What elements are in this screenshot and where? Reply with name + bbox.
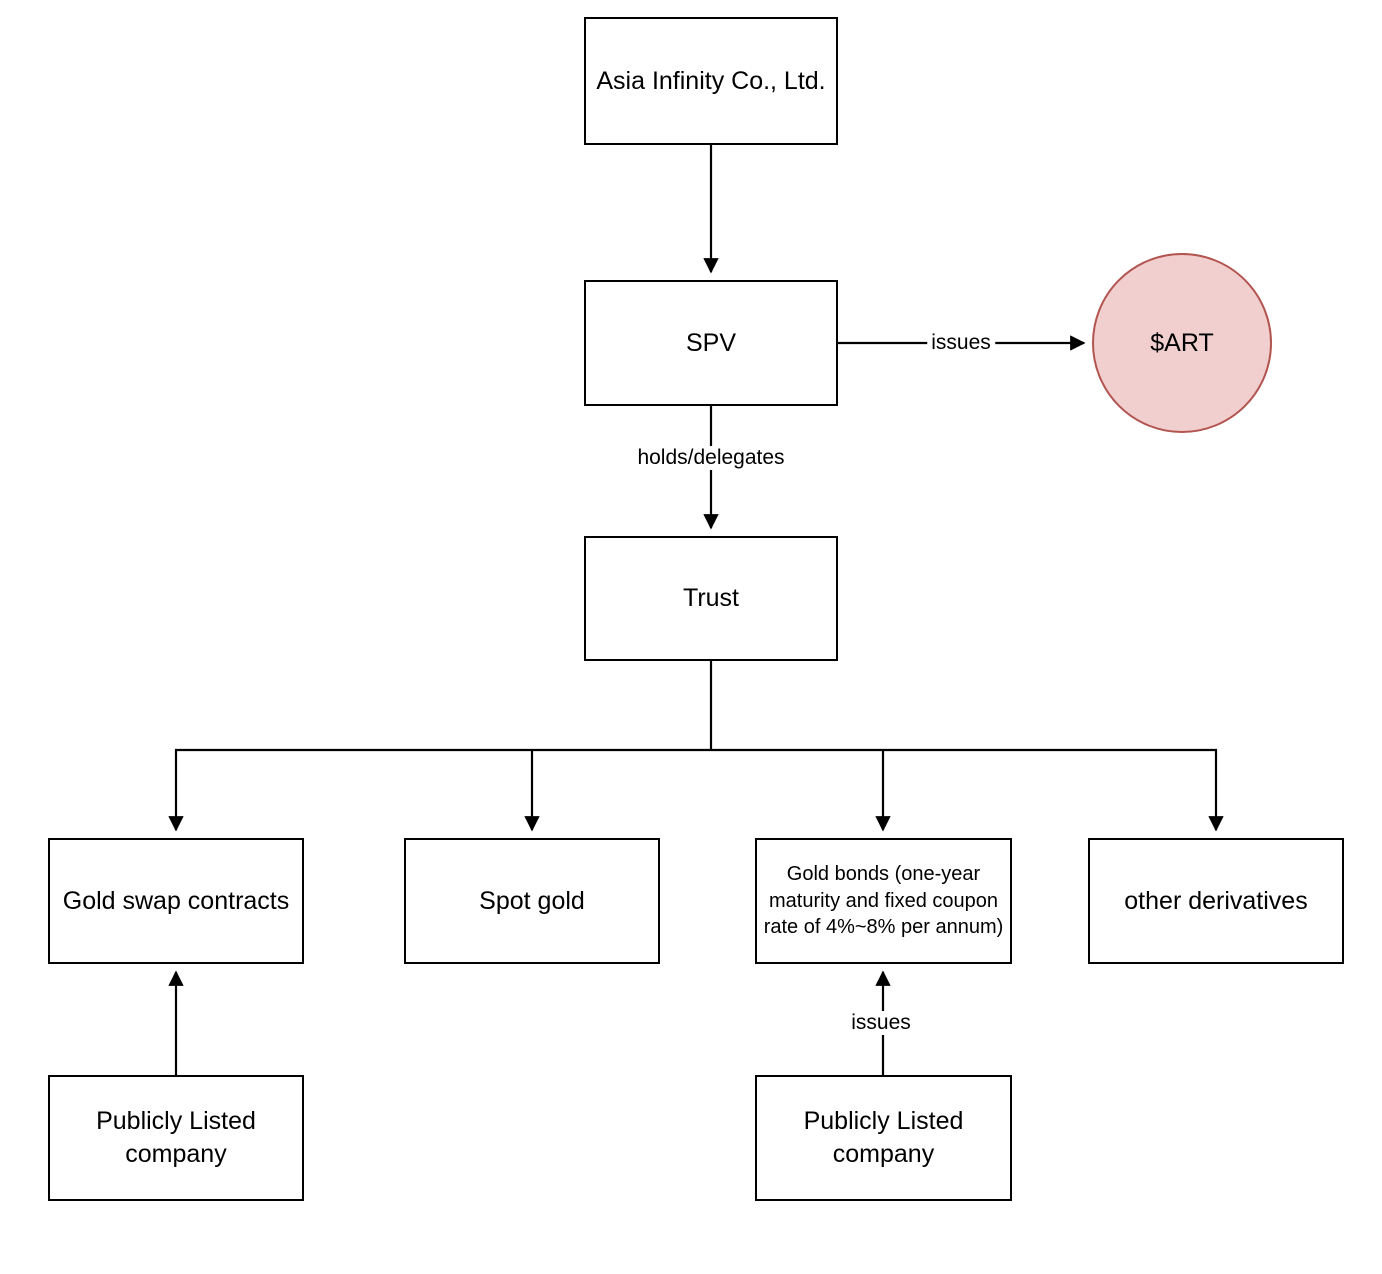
- node-spv-label: SPV: [685, 328, 737, 357]
- node-gold-bonds[interactable]: Gold bonds (one-year maturity and fixed …: [755, 838, 1012, 964]
- node-publicly-listed-company-right-label: Publicly Listed company: [803, 1107, 964, 1168]
- node-publicly-listed-company-left-label: Publicly Listed company: [96, 1107, 256, 1168]
- node-publicly-listed-company-right[interactable]: Publicly Listed company: [755, 1075, 1012, 1201]
- node-spv[interactable]: SPV: [584, 280, 838, 406]
- node-spot-gold-label: Spot gold: [479, 886, 585, 915]
- node-asia-infinity[interactable]: Asia Infinity Co., Ltd.: [584, 17, 838, 145]
- node-spot-gold[interactable]: Spot gold: [404, 838, 660, 964]
- node-trust[interactable]: Trust: [584, 536, 838, 661]
- node-asia-infinity-label: Asia Infinity Co., Ltd.: [596, 66, 826, 95]
- node-publicly-listed-company-left[interactable]: Publicly Listed company: [48, 1075, 304, 1201]
- node-gold-swap-contracts-label: Gold swap contracts: [62, 886, 290, 915]
- node-art-token-label: $ART: [1150, 328, 1214, 357]
- node-gold-swap-contracts[interactable]: Gold swap contracts: [48, 838, 304, 964]
- node-other-derivatives[interactable]: other derivatives: [1088, 838, 1344, 964]
- edge-label-holds-delegates: holds/delegates: [633, 446, 789, 470]
- node-art-token[interactable]: $ART: [1092, 253, 1272, 433]
- edge-trust-bus: [175, 661, 1217, 752]
- node-gold-bonds-label: Gold bonds (one-year maturity and fixed …: [763, 863, 1004, 939]
- edge-label-issues-art: issues: [927, 331, 995, 355]
- edge-label-issues-bonds: issues: [847, 1011, 915, 1035]
- node-trust-label: Trust: [682, 584, 740, 612]
- node-other-derivatives-label: other derivatives: [1124, 886, 1308, 915]
